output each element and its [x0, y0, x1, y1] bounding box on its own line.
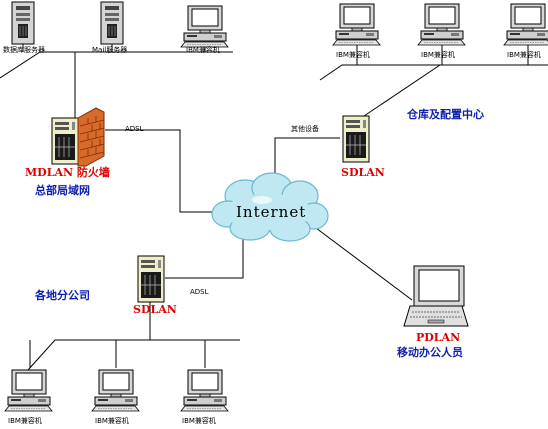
database-server-icon: [11, 1, 35, 45]
branch-pc-1-icon: [4, 369, 53, 412]
warehouse-pc-1-label: IBM兼容机: [336, 51, 370, 59]
branch-pc-3-label: IBM兼容机: [182, 417, 216, 425]
warehouse-title: 仓库及配置中心: [407, 108, 484, 121]
hq-pc-label: IBM兼容机: [186, 46, 220, 54]
warehouse-link-label: 其他设备: [291, 125, 319, 133]
mobile-device-label: PDLAN: [416, 331, 461, 344]
warehouse-pc-2-icon: [417, 3, 466, 46]
hq-link-label: ADSL: [125, 125, 144, 133]
warehouse-device-label: SDLAN: [341, 166, 385, 179]
warehouse-pc-1-icon: [332, 3, 381, 46]
warehouse-pc-3-icon: [503, 3, 548, 46]
branch-pc-2-icon: [91, 369, 140, 412]
branch-router-icon: [137, 255, 165, 303]
mobile-title: 移动办公人员: [397, 346, 463, 359]
branch-title: 各地分公司: [35, 289, 90, 302]
mail-server-icon: [100, 1, 124, 45]
internet-label: Internet: [236, 203, 307, 221]
warehouse-pc-3-label: IBM兼容机: [507, 51, 541, 59]
hq-pc-icon: [180, 5, 229, 48]
branch-link-label: ADSL: [190, 288, 209, 296]
firewall-icon: [51, 107, 105, 167]
hq-lan-label: 总部局域网: [35, 184, 90, 197]
firewall-label: MDLAN 防火墙: [25, 166, 110, 179]
database-server-label: 数据库服务器: [3, 46, 45, 54]
branch-pc-2-label: IBM兼容机: [95, 417, 129, 425]
connection-lines: [0, 40, 548, 371]
branch-pc-3-icon: [180, 369, 229, 412]
mail-server-label: Mail服务器: [92, 46, 128, 54]
branch-pc-1-label: IBM兼容机: [8, 417, 42, 425]
laptop-icon: [403, 265, 469, 327]
branch-device-label: SDLAN: [133, 303, 177, 316]
warehouse-pc-2-label: IBM兼容机: [421, 51, 455, 59]
internet-cloud-icon: [211, 172, 329, 242]
warehouse-router-icon: [342, 115, 370, 163]
